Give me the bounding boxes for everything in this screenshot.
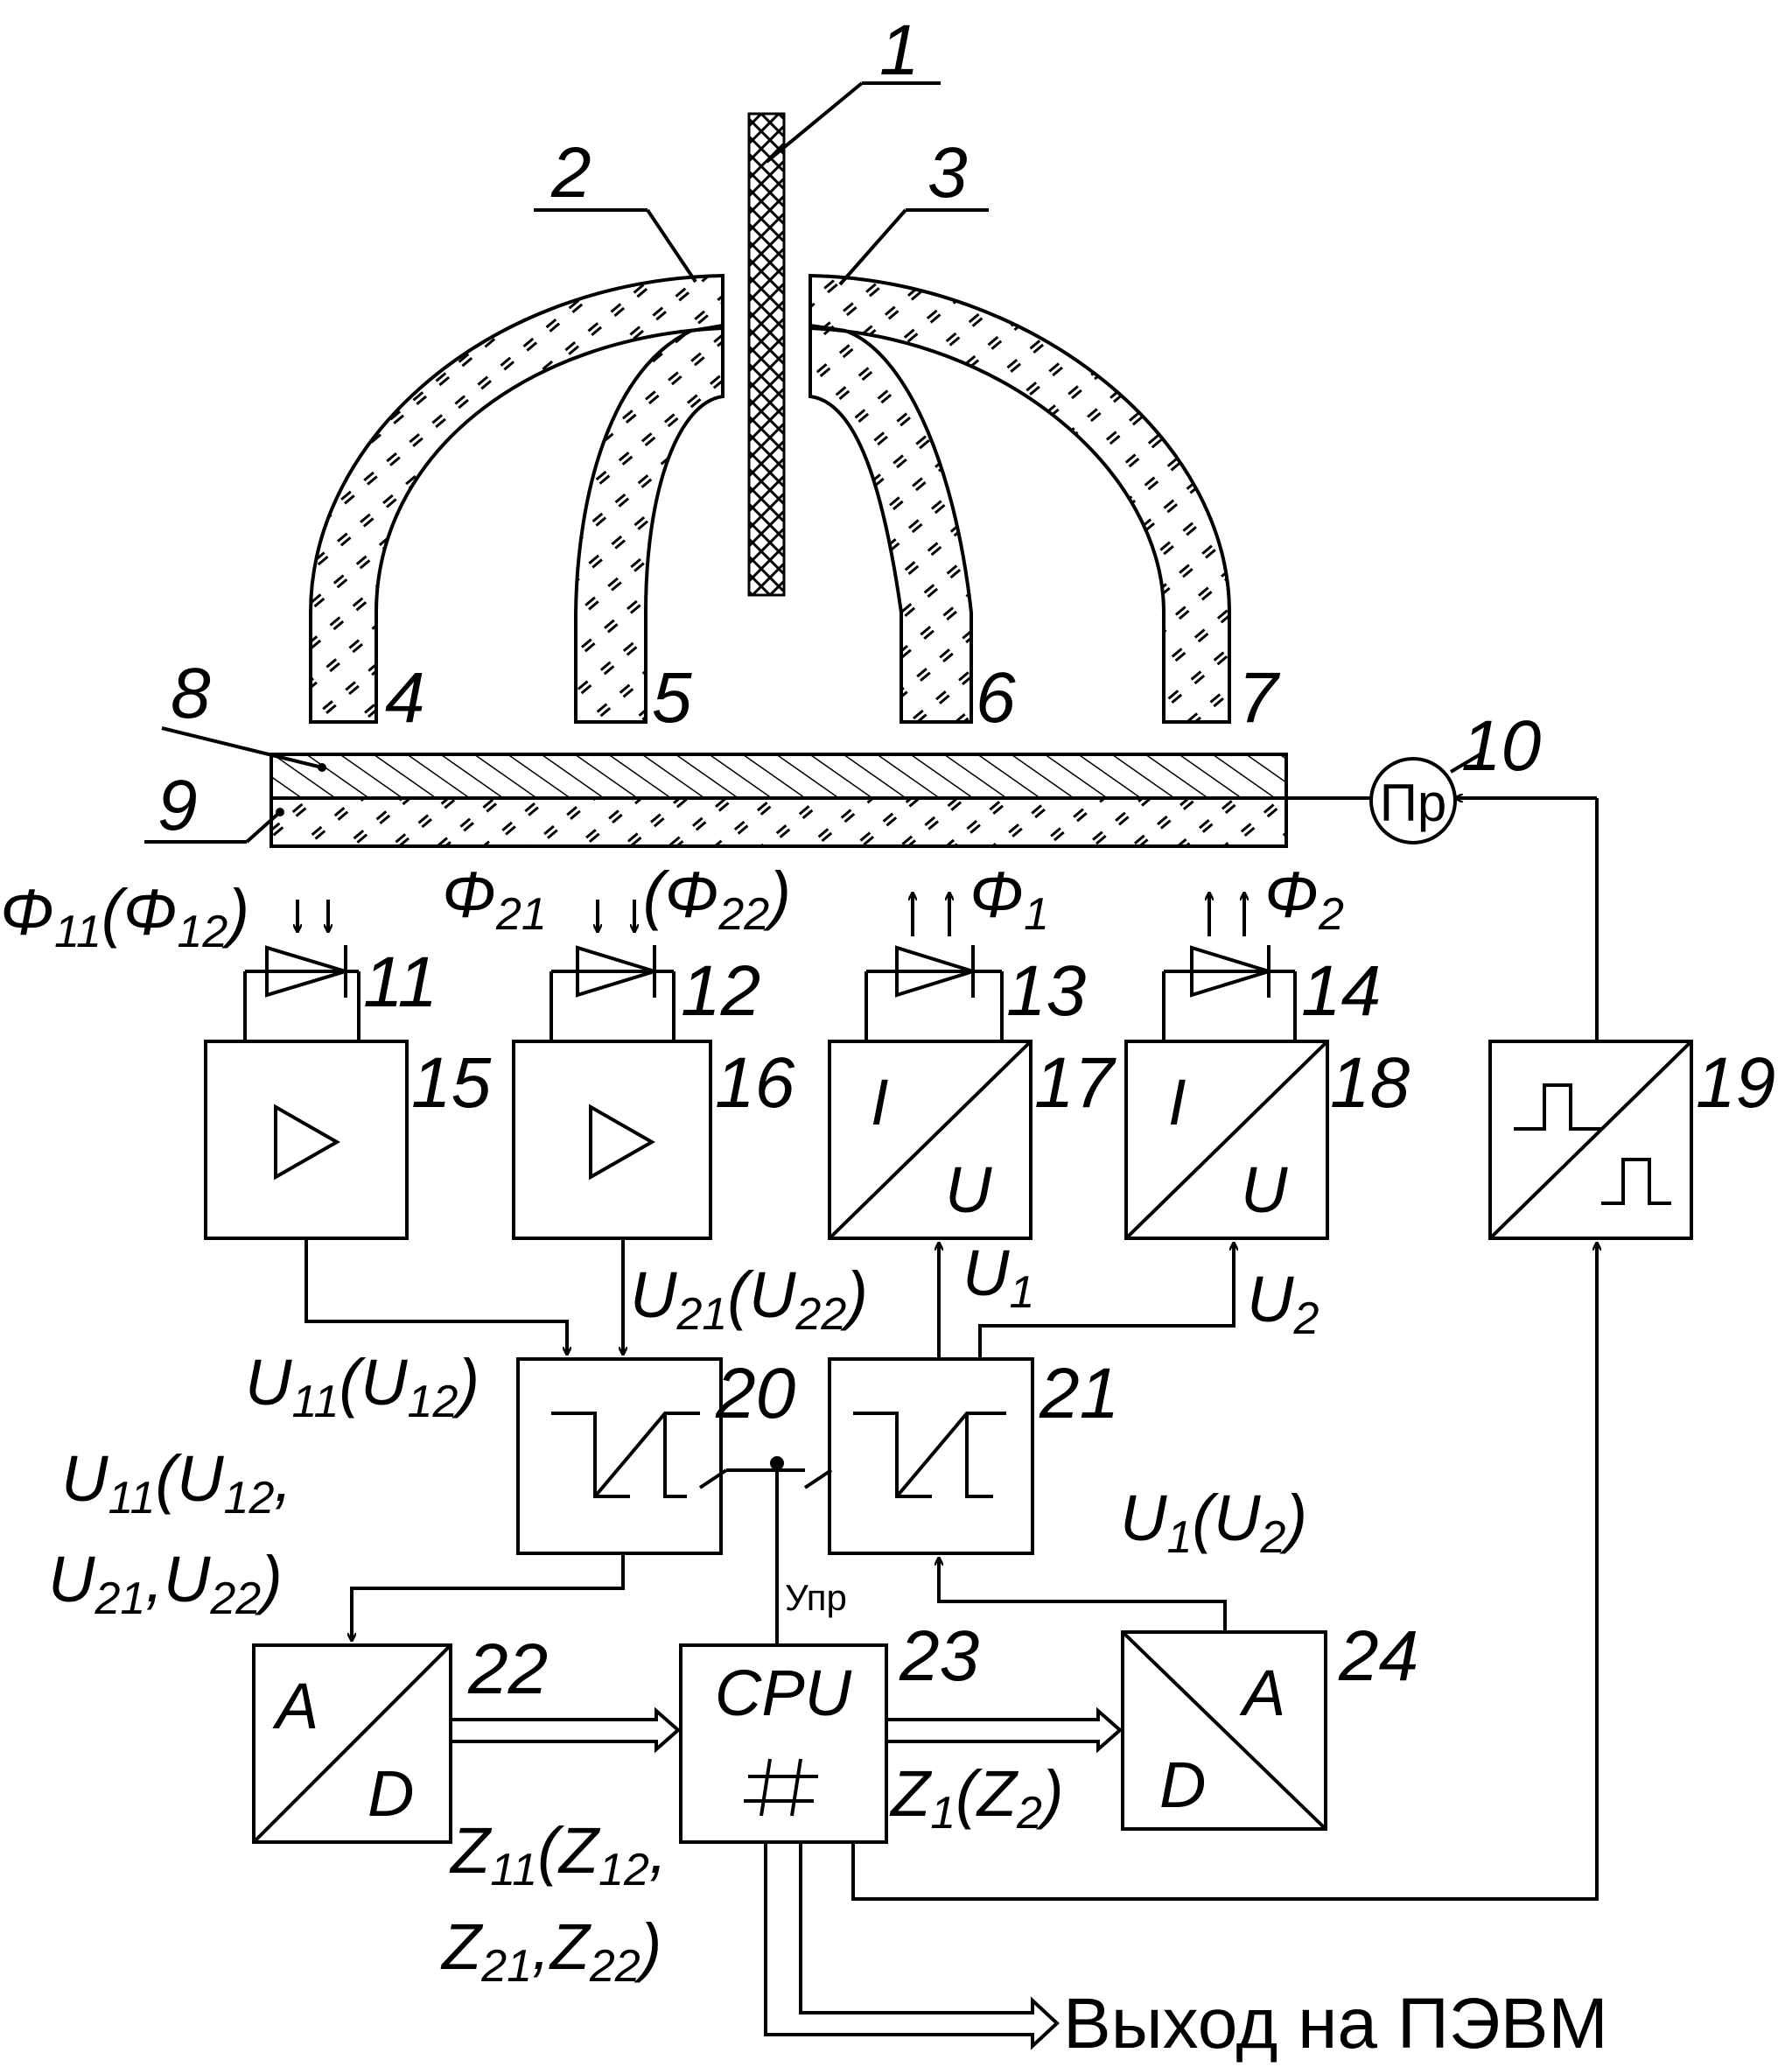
callout-13: 13 [1006, 951, 1086, 1031]
wire-24-21 [939, 1558, 1227, 1632]
central-fiber [747, 112, 786, 597]
callout-1: 1 [879, 11, 920, 90]
signal-zall-line1: Z11(Z12, [449, 1814, 667, 1895]
iu-converter-17: I U [828, 1040, 1032, 1240]
led-13 [864, 893, 1004, 1041]
signal-zall-line2: Z21,Z22) [440, 1910, 662, 1992]
signal-uall-line2: U21,U22) [48, 1543, 283, 1624]
callout-22: 22 [467, 1629, 548, 1709]
dac-24: A D [1121, 1630, 1327, 1831]
callout-14: 14 [1301, 951, 1381, 1031]
bus-cpu-24 [886, 1706, 1124, 1754]
switch-20 [516, 1357, 728, 1555]
iu18-i: I [1168, 1066, 1186, 1139]
signal-u11-label: U11(U12) [245, 1346, 480, 1427]
adc-22: A D [252, 1643, 452, 1844]
photodiode-11 [243, 900, 360, 1041]
sample-layer-8 [270, 753, 1288, 800]
bus-22-cpu [451, 1706, 682, 1754]
callout-19: 19 [1696, 1043, 1775, 1123]
callout-6: 6 [976, 658, 1016, 738]
dac-d: D [1159, 1748, 1206, 1821]
flux-f11-label: Φ11(Φ12) [0, 876, 249, 957]
callout-18: 18 [1330, 1043, 1410, 1123]
flux-f21-label: Φ21(Φ22) [442, 858, 791, 940]
callout-24: 24 [1338, 1616, 1418, 1696]
callout-12: 12 [681, 951, 760, 1031]
callout-5: 5 [652, 658, 692, 738]
callout-4: 4 [385, 658, 425, 738]
signal-uall-line1: U11(U12, [61, 1442, 292, 1524]
amplifier-15 [204, 1040, 409, 1240]
callout-21: 21 [1039, 1354, 1119, 1433]
light-guide-3-6 [808, 276, 973, 724]
leader-2 [646, 208, 697, 284]
wire-cpu-19 [851, 1243, 1597, 1901]
flux-f2-label: Φ2 [1264, 858, 1344, 940]
iu17-u: U [945, 1153, 992, 1226]
callout-10: 10 [1461, 706, 1541, 786]
cpu-23: CPU [679, 1643, 888, 1844]
callout-20: 20 [715, 1354, 795, 1433]
callout-9: 9 [158, 766, 198, 845]
light-guide-2-4 [309, 273, 724, 724]
converter-10-symbol: Пр [1380, 774, 1447, 832]
leader-1 [765, 81, 864, 164]
iu17-i: I [871, 1066, 889, 1139]
wire-20-22 [352, 1553, 625, 1641]
light-guide-2-5 [574, 323, 724, 724]
output-label: Выход на ПЭВМ [1063, 1984, 1608, 2063]
callout-2: 2 [550, 133, 592, 213]
callout-16: 16 [715, 1043, 795, 1123]
callout-3: 3 [928, 133, 968, 213]
leader-3 [838, 208, 907, 286]
signal-u21-label: U21(U22) [630, 1258, 868, 1340]
signal-z1z2-label: Z1(Z2) [889, 1757, 1064, 1839]
iu18-u: U [1241, 1153, 1288, 1226]
switch-21 [803, 1357, 1034, 1555]
iu-converter-18: I U [1124, 1040, 1329, 1240]
leader-9b [245, 810, 282, 844]
light-guide-3-7 [808, 273, 1231, 724]
leader-8 [161, 726, 323, 769]
cpu-label: CPU [715, 1657, 852, 1729]
signal-u1u2-label: U1(U2) [1120, 1482, 1307, 1563]
dac-a: A [1239, 1657, 1285, 1729]
callout-7: 7 [1238, 658, 1281, 738]
amplifier-16 [512, 1040, 712, 1240]
wire-21-18 [978, 1243, 1234, 1359]
signal-u1-label: U1 [962, 1237, 1034, 1318]
control-label: Упр [785, 1577, 847, 1618]
pulse-generator-19 [1488, 1040, 1693, 1240]
callout-8: 8 [171, 654, 211, 733]
callout-17: 17 [1034, 1043, 1117, 1123]
flux-f1-label: Φ1 [970, 858, 1049, 940]
photodiode-12 [550, 900, 676, 1041]
signal-u2-label: U2 [1247, 1263, 1319, 1344]
callout-11: 11 [363, 942, 438, 1022]
leader-10 [1449, 751, 1485, 774]
callout-23: 23 [899, 1616, 979, 1696]
adc-a: A [272, 1670, 318, 1742]
adc-d: D [368, 1757, 414, 1830]
sample-layer-9 [270, 796, 1288, 848]
wire-15-20 [304, 1238, 567, 1355]
led-14 [1162, 893, 1297, 1041]
callout-15: 15 [411, 1043, 492, 1123]
bus-cpu-output [764, 1842, 1060, 2050]
